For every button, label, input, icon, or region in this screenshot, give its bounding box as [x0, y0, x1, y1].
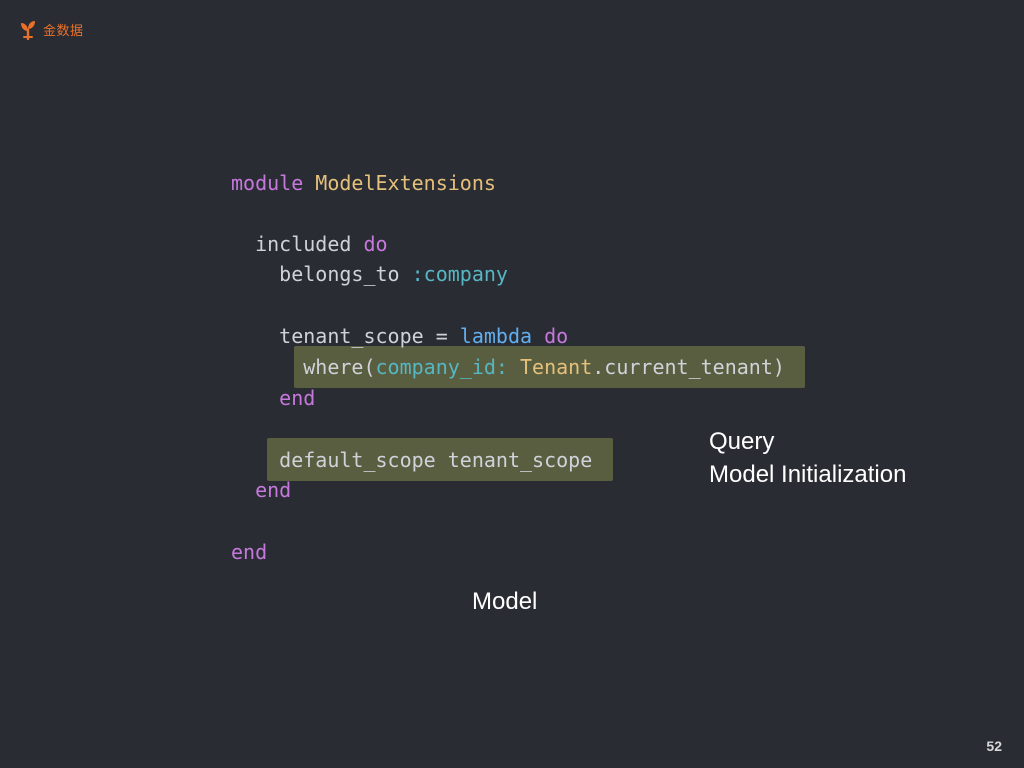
code-token: end — [231, 478, 292, 502]
code-line: where(company_id: Tenant.current_tenant) — [231, 352, 785, 382]
tree-icon — [18, 18, 38, 40]
code-line: module ModelExtensions — [231, 168, 496, 198]
code-line: belongs_to :company — [231, 259, 508, 289]
highlight-default-scope-line — [267, 438, 613, 481]
code-token: included — [231, 232, 364, 256]
code-token: do — [363, 232, 388, 256]
code-token: .current_tenant) — [592, 355, 785, 379]
code-line: included do — [231, 229, 388, 259]
code-token: ModelExtensions — [315, 171, 496, 195]
code-token: module — [231, 171, 316, 195]
code-line: tenant_scope = lambda do — [231, 321, 568, 351]
code-token: tenant_scope = — [231, 324, 460, 348]
model-label: Model — [472, 588, 538, 615]
query-label: Query — [709, 428, 775, 455]
code-token: company_id: — [375, 355, 508, 379]
highlight-where-line — [294, 346, 805, 388]
code-line: default_scope tenant_scope — [231, 445, 592, 475]
code-token: end — [231, 386, 316, 410]
logo: 金数据 — [18, 18, 84, 40]
code-token: do — [544, 324, 569, 348]
code-line: end — [231, 537, 267, 567]
code-token: default_scope tenant_scope — [231, 448, 593, 472]
code-token: lambda — [459, 324, 545, 348]
code-token: :company — [411, 262, 508, 286]
code-token: belongs_to — [231, 262, 412, 286]
logo-text: 金数据 — [43, 23, 84, 39]
page-number: 52 — [986, 738, 1002, 754]
code-line: end — [231, 475, 291, 505]
code-token — [508, 355, 520, 379]
model-initialization-label: Model Initialization — [709, 461, 907, 488]
code-token: Tenant — [520, 355, 593, 379]
code-line: end — [231, 383, 315, 413]
code-token: where( — [231, 355, 376, 379]
code-token: end — [231, 540, 268, 564]
